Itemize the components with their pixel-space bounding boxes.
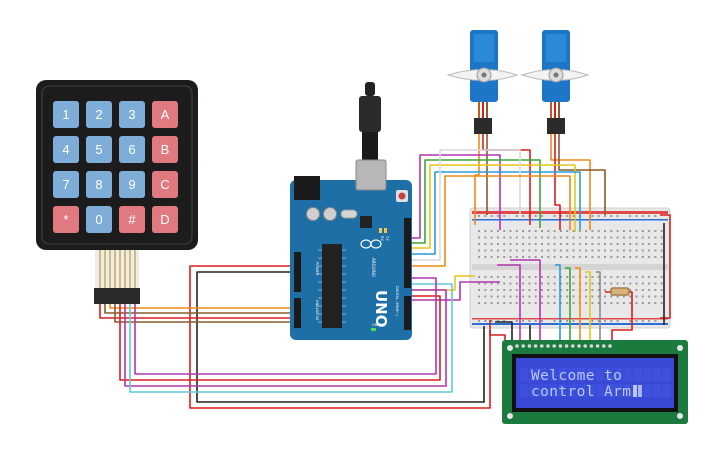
- keypad[interactable]: 1 2 3 A 4 5 6 B 7 8 9 C * 0 # D: [36, 80, 198, 304]
- key-label: 2: [95, 107, 102, 122]
- key-label: 9: [128, 177, 135, 192]
- servo-2[interactable]: [520, 30, 590, 134]
- board-label: UNO: [372, 290, 390, 328]
- lcd-line-2: control Arm: [531, 384, 631, 400]
- on-led: [371, 328, 376, 331]
- key-label: 4: [62, 142, 69, 157]
- key-c[interactable]: C: [152, 171, 178, 198]
- key-label: 6: [128, 142, 135, 157]
- power-label: POWER: [315, 262, 319, 276]
- key-label: 7: [62, 177, 69, 192]
- key-7[interactable]: 7: [53, 171, 79, 198]
- key-4[interactable]: 4: [53, 136, 79, 163]
- lcd-display[interactable]: Welcome to control Arm: [502, 340, 688, 424]
- resistor: [610, 287, 630, 296]
- key-label: 8: [95, 177, 102, 192]
- servo-1[interactable]: [446, 30, 519, 134]
- arduino-board: [290, 180, 412, 340]
- key-6[interactable]: 6: [119, 136, 145, 163]
- key-2[interactable]: 2: [86, 101, 112, 128]
- key-label: C: [160, 177, 169, 192]
- rx-label: RX: [380, 236, 384, 241]
- lcd-screen: [516, 358, 674, 408]
- key-3[interactable]: 3: [119, 101, 145, 128]
- arduino-uno[interactable]: ARDUINO UNO DIGITAL (PWM~) ANALOG IN POW…: [290, 82, 412, 340]
- key-a[interactable]: A: [152, 101, 178, 128]
- key-label: 5: [95, 142, 102, 157]
- on-label: ON: [372, 323, 378, 327]
- keypad-connector: [94, 288, 140, 304]
- arduino-brand: ARDUINO: [371, 258, 376, 277]
- wires: [99, 134, 671, 409]
- key-0[interactable]: 0: [86, 206, 112, 233]
- key-label: #: [128, 212, 136, 227]
- tx-label: TX: [385, 235, 389, 241]
- key-star[interactable]: *: [53, 206, 79, 233]
- digital-label: DIGITAL (PWM~): [395, 286, 399, 316]
- key-label: A: [161, 107, 170, 122]
- key-label: 0: [95, 212, 102, 227]
- key-label: 1: [62, 107, 69, 122]
- key-b[interactable]: B: [152, 136, 178, 163]
- arduino-logo-icon: [360, 239, 382, 249]
- key-1[interactable]: 1: [53, 101, 79, 128]
- key-label: B: [161, 142, 170, 157]
- analog-label: ANALOG IN: [315, 300, 319, 320]
- key-label: D: [160, 212, 169, 227]
- key-d[interactable]: D: [152, 206, 178, 233]
- key-8[interactable]: 8: [86, 171, 112, 198]
- key-label: *: [63, 212, 68, 227]
- power-header: [294, 252, 301, 292]
- key-label: 3: [128, 107, 135, 122]
- atmega-chip: [322, 244, 342, 328]
- key-5[interactable]: 5: [86, 136, 112, 163]
- analog-header: [294, 298, 301, 328]
- lcd-line-1: Welcome to: [531, 368, 622, 384]
- lcd-cursor: [633, 385, 637, 397]
- key-hash[interactable]: #: [119, 206, 145, 233]
- digital-header: [404, 218, 411, 288]
- key-9[interactable]: 9: [119, 171, 145, 198]
